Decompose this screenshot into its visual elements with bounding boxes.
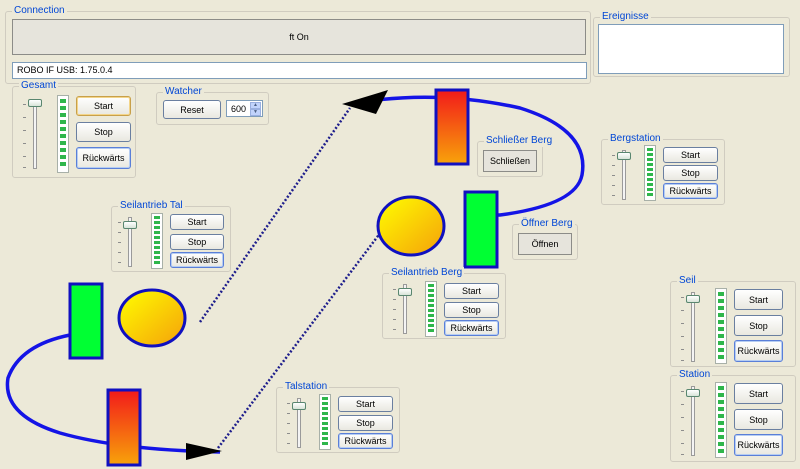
rope-lower-loop — [5, 333, 221, 454]
watcher-interval-stepper[interactable]: 600 ▲ ▼ — [226, 100, 263, 117]
gesamt-speed-slider[interactable] — [23, 99, 43, 169]
slider-thumb[interactable] — [617, 152, 631, 160]
seil-level-meter — [715, 288, 727, 364]
seilantrieb-tal-reverse-button[interactable]: Rückwärts — [170, 252, 224, 268]
events-title: Ereignisse — [600, 11, 651, 23]
talstation-group: Talstation Start Stop Rückwärts — [276, 381, 400, 453]
berg-wheel — [376, 195, 446, 257]
station-title: Station — [677, 369, 713, 381]
watcher-title: Watcher — [163, 86, 204, 98]
seilantrieb-tal-stop-button[interactable]: Stop — [170, 234, 224, 250]
gesamt-stop-button[interactable]: Stop — [76, 122, 131, 142]
station-speed-slider[interactable] — [681, 386, 701, 456]
tal-green-indicator — [68, 282, 104, 360]
gesamt-title: Gesamt — [19, 80, 59, 92]
connection-title: Connection — [12, 5, 67, 17]
slider-thumb[interactable] — [398, 288, 412, 296]
watcher-group: Watcher Reset 600 ▲ ▼ — [156, 86, 269, 125]
seil-group: Seil Start Stop Rückwärts — [670, 275, 796, 367]
talstation-stop-button[interactable]: Stop — [338, 415, 393, 431]
talstation-start-button[interactable]: Start — [338, 396, 393, 412]
slider-thumb[interactable] — [686, 389, 700, 397]
seilantrieb-berg-level-meter — [425, 281, 437, 337]
seilantrieb-berg-start-button[interactable]: Start — [444, 283, 499, 299]
talstation-level-meter — [319, 394, 331, 450]
seilantrieb-tal-start-button[interactable]: Start — [170, 214, 224, 230]
station-start-button[interactable]: Start — [734, 383, 783, 404]
seilantrieb-tal-title: Seilantrieb Tal — [118, 200, 185, 212]
slider-thumb[interactable] — [292, 402, 306, 410]
spin-down-icon[interactable]: ▼ — [250, 109, 261, 116]
arrow-down-right — [186, 443, 222, 460]
oeffner-berg-indicator — [463, 190, 499, 269]
spin-up-icon[interactable]: ▲ — [250, 102, 261, 109]
talstation-speed-slider[interactable] — [287, 398, 307, 448]
bergstation-level-meter — [644, 145, 656, 201]
arrow-up-right — [342, 90, 388, 114]
seilantrieb-berg-speed-slider[interactable] — [393, 284, 413, 334]
oeffnen-button[interactable]: Öffnen — [518, 233, 572, 255]
seilantrieb-tal-speed-slider[interactable] — [118, 217, 138, 267]
schliesser-berg-title: Schließer Berg — [484, 135, 555, 147]
slider-thumb[interactable] — [686, 295, 700, 303]
cable-top — [198, 107, 352, 323]
cable-bottom — [217, 227, 385, 449]
bergstation-speed-slider[interactable] — [612, 150, 632, 200]
schliesser-berg-group: Schließer Berg Schließen — [477, 135, 555, 177]
station-level-meter — [715, 382, 727, 458]
seil-stop-button[interactable]: Stop — [734, 315, 783, 336]
seilantrieb-berg-title: Seilantrieb Berg — [389, 267, 465, 279]
station-reverse-button[interactable]: Rückwärts — [734, 434, 783, 456]
gesamt-start-button[interactable]: Start — [76, 96, 131, 116]
station-stop-button[interactable]: Stop — [734, 409, 783, 430]
seil-reverse-button[interactable]: Rückwärts — [734, 340, 783, 362]
watcher-interval-value: 600 — [231, 104, 247, 114]
oeffner-berg-title: Öffner Berg — [519, 218, 575, 230]
slider-thumb[interactable] — [123, 221, 137, 229]
tal-wheel — [117, 288, 187, 348]
gesamt-reverse-button[interactable]: Rückwärts — [76, 147, 131, 169]
connection-group: Connection — [5, 5, 591, 84]
device-info-field[interactable]: ROBO IF USB: 1.75.0.4 — [12, 62, 587, 79]
gesamt-group: Gesamt Start Stop Rückwärts — [12, 80, 136, 178]
gesamt-level-meter — [57, 95, 69, 173]
tal-red-indicator — [106, 388, 142, 467]
events-log[interactable] — [598, 24, 784, 74]
bergstation-start-button[interactable]: Start — [663, 147, 718, 163]
oeffner-berg-group: Öffner Berg Öffnen — [512, 218, 578, 260]
talstation-reverse-button[interactable]: Rückwärts — [338, 433, 393, 449]
seilantrieb-tal-group: Seilantrieb Tal Start Stop Rückwärts — [111, 200, 231, 272]
seil-start-button[interactable]: Start — [734, 289, 783, 310]
talstation-title: Talstation — [283, 381, 330, 393]
bergstation-reverse-button[interactable]: Rückwärts — [663, 183, 718, 199]
schliesser-berg-indicator — [434, 88, 470, 166]
bergstation-title: Bergstation — [608, 133, 663, 145]
bergstation-group: Bergstation Start Stop Rückwärts — [601, 133, 725, 205]
slider-thumb[interactable] — [28, 99, 42, 107]
seilantrieb-tal-level-meter — [151, 213, 163, 269]
seil-title: Seil — [677, 275, 698, 287]
station-group: Station Start Stop Rückwärts — [670, 369, 796, 462]
reset-button[interactable]: Reset — [163, 100, 221, 119]
bergstation-stop-button[interactable]: Stop — [663, 165, 718, 181]
seilantrieb-berg-reverse-button[interactable]: Rückwärts — [444, 320, 499, 336]
seilantrieb-berg-group: Seilantrieb Berg Start Stop Rückwärts — [382, 267, 506, 339]
schliessen-button[interactable]: Schließen — [483, 150, 537, 172]
rope-upper-loop — [361, 95, 585, 217]
events-group: Ereignisse — [593, 11, 790, 77]
seilantrieb-berg-stop-button[interactable]: Stop — [444, 302, 499, 318]
seil-speed-slider[interactable] — [681, 292, 701, 362]
ft-on-button[interactable]: ft On — [12, 19, 586, 55]
